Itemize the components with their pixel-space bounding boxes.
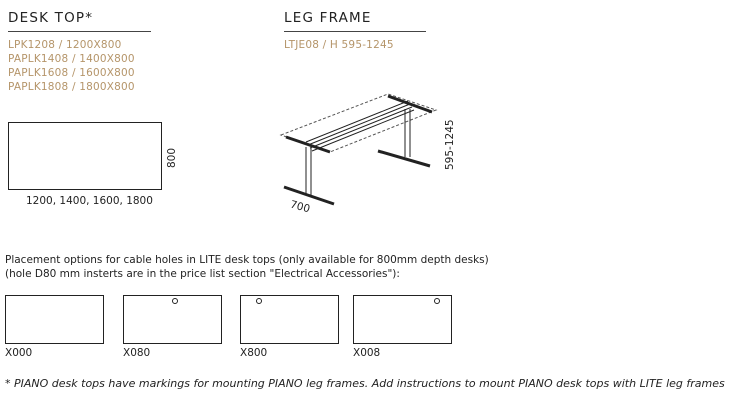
frame-height-label: 595-1245 [444, 119, 456, 170]
desk-top-title: DESK TOP* [8, 10, 94, 26]
footnote: * PIANO desk tops have markings for moun… [5, 377, 725, 390]
leg-frame-title: LEG FRAME [284, 10, 372, 26]
placement-line: Placement options for cable holes in LIT… [5, 254, 489, 266]
placement-line: (hole D80 mm insterts are in the price l… [5, 268, 400, 280]
option-label: X000 [5, 347, 33, 359]
leg-frame-model: LTJE08 / H 595-1245 [284, 39, 394, 51]
desk-width-label: 1200, 1400, 1600, 1800 [26, 195, 153, 207]
placement-description: Placement options for cable holes in LIT… [5, 253, 489, 281]
model-item: LPK1208 / 1200X800 [8, 39, 122, 51]
option-x008-diagram [353, 295, 452, 344]
hole-icon [434, 298, 440, 304]
desk-top-models: LPK1208 / 1200X800 PAPLK1408 / 1400X800 … [8, 38, 135, 94]
option-x800-diagram [240, 295, 339, 344]
option-label: X800 [240, 347, 268, 359]
option-x000-diagram [5, 295, 104, 344]
option-x080-diagram [123, 295, 222, 344]
divider [8, 31, 151, 32]
option-label: X008 [353, 347, 381, 359]
divider [284, 31, 426, 32]
leg-frame-drawing [279, 93, 438, 206]
model-item: PAPLK1808 / 1800X800 [8, 81, 135, 93]
option-label: X080 [123, 347, 151, 359]
hole-icon [172, 298, 178, 304]
desk-depth-label: 800 [166, 147, 178, 168]
model-item: PAPLK1608 / 1600X800 [8, 67, 135, 79]
model-item: PAPLK1408 / 1400X800 [8, 53, 135, 65]
desk-top-diagram [8, 122, 162, 190]
hole-icon [256, 298, 262, 304]
